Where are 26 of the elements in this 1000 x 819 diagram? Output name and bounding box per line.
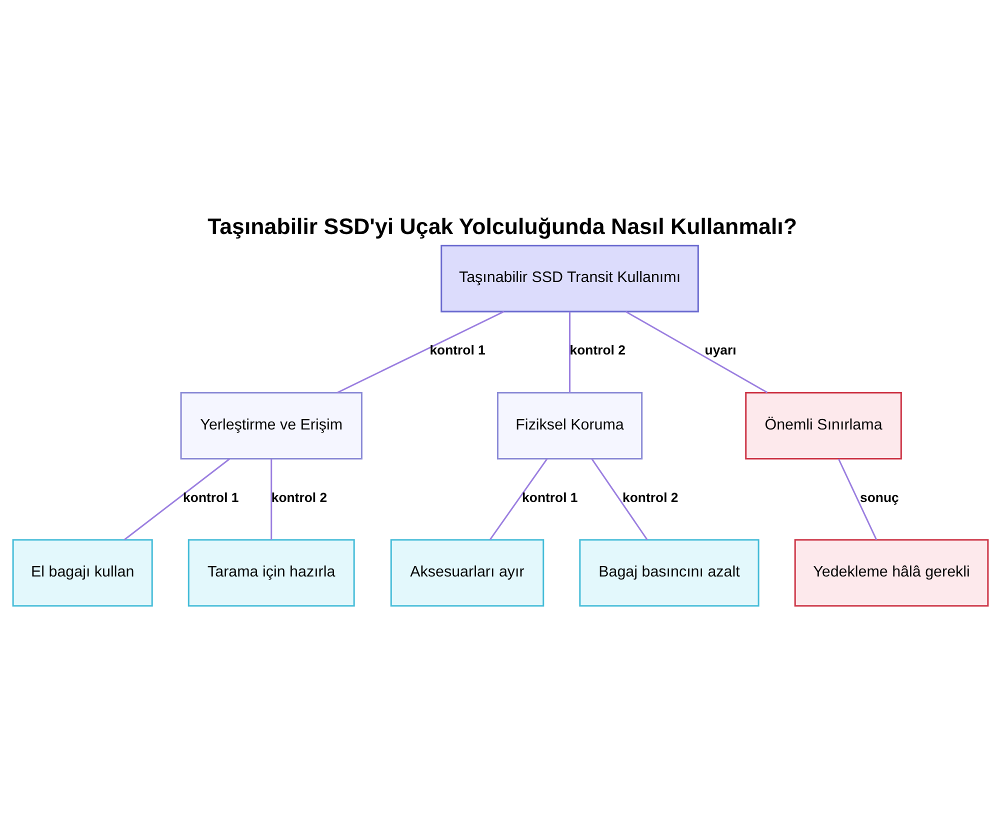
- connector: [270, 458, 272, 540]
- connector: [336, 310, 504, 394]
- node-box: Yerleştirme ve Erişim: [180, 392, 362, 460]
- edge-label: kontrol 1: [522, 490, 578, 505]
- node-box: Aksesuarları ayır: [390, 539, 544, 607]
- node-box: Taşınabilir SSD Transit Kullanımı: [440, 244, 698, 312]
- connector: [590, 458, 648, 540]
- edge-label: kontrol 2: [569, 342, 625, 358]
- edge-label: sonuç: [860, 490, 898, 505]
- node-box: El bagajı kullan: [12, 539, 152, 607]
- node-box: Önemli Sınırlama: [744, 392, 902, 460]
- edge-label: uyarı: [704, 342, 736, 358]
- connector: [837, 458, 877, 540]
- node-box: Fiziksel Koruma: [496, 392, 642, 460]
- node-box: Yedekleme hâlâ gerekli: [794, 539, 988, 607]
- connector: [624, 310, 768, 394]
- edge-label: kontrol 1: [182, 490, 238, 505]
- edge-label: kontrol 2: [622, 490, 678, 505]
- edge-label: kontrol 1: [429, 342, 485, 358]
- node-box: Bagaj basıncını azalt: [578, 539, 759, 607]
- diagram-title: Taşınabilir SSD'yi Uçak Yolculuğunda Nasıl Kullanmalı?: [207, 214, 796, 240]
- node-box: Tarama için hazırla: [187, 539, 354, 607]
- edge-label: kontrol 2: [270, 490, 327, 505]
- connector: [568, 312, 570, 393]
- connector: [123, 458, 230, 540]
- connector: [488, 458, 548, 540]
